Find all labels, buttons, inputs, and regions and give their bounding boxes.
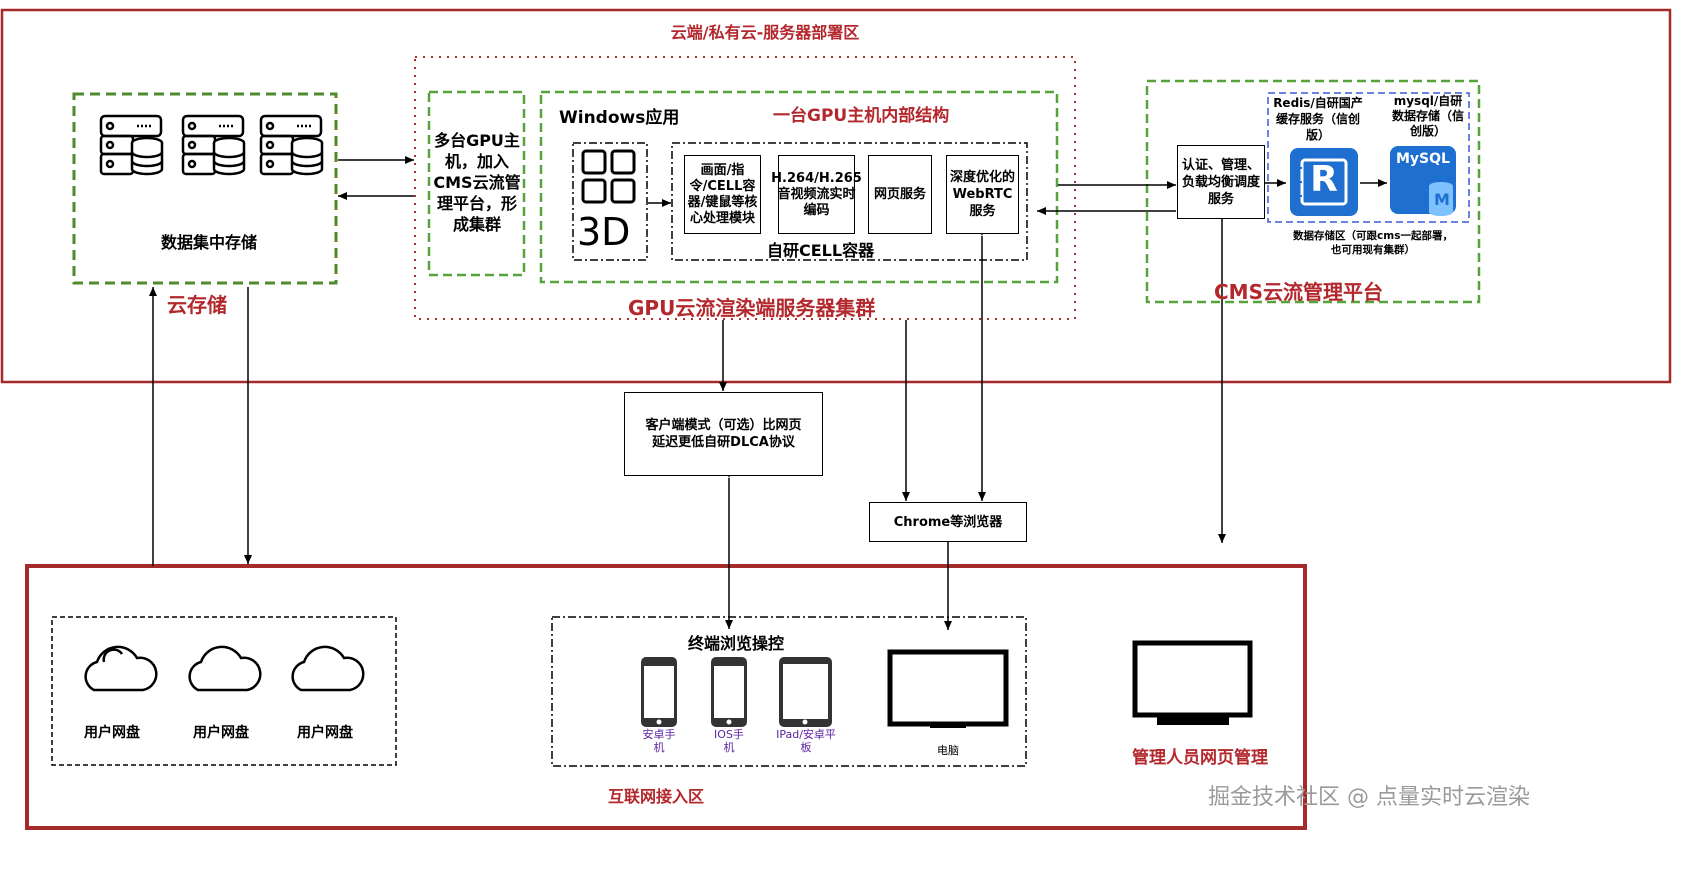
- tablet-icon: [779, 657, 832, 727]
- gpu-cluster-title: GPU云流渲染端服务器集群: [628, 296, 876, 320]
- cloud-storage-title: 云存储: [167, 293, 227, 317]
- redis-label: Redis/自研国产缓存服务（信创版）: [1273, 96, 1363, 142]
- android-phone-icon: [641, 657, 677, 727]
- pc-monitor-icon: [887, 649, 1009, 728]
- multi-gpu-frame: [427, 90, 526, 277]
- watermark: 掘金技术社区 @ 点量实时云渲染: [1208, 785, 1530, 810]
- server-icon: [181, 114, 246, 176]
- mysql-letter: M: [1434, 190, 1450, 209]
- cms-frame: [1145, 79, 1481, 304]
- redis-icon: [1290, 148, 1358, 216]
- core-module-box: 画面/指令/CELL容器/键鼠等核心处理模块: [684, 155, 761, 234]
- internet-zone-frame: [25, 564, 1307, 830]
- gpu-cluster-frame: [414, 56, 1076, 320]
- app-icon-frame: [572, 142, 648, 261]
- admin-label: 管理人员网页管理: [1132, 748, 1268, 768]
- app-grid-icon: [581, 149, 636, 204]
- storage-note: 数据存储区（可跟cms一起部署，也可用现有集群）: [1293, 230, 1453, 256]
- mysql-label: mysql/自研数据存储（信创版）: [1391, 94, 1464, 138]
- windows-app-label: Windows应用: [559, 108, 680, 128]
- internet-zone-label: 互联网接入区: [608, 787, 705, 806]
- admin-monitor-icon: [1132, 640, 1253, 725]
- server-zone-frame: [0, 8, 1672, 384]
- webrtc-service-box: 深度优化的WebRTC服务: [946, 155, 1019, 234]
- gpu-host-frame: [539, 90, 1059, 284]
- web-service-box: 网页服务: [868, 155, 932, 234]
- user-disk-label: 用户网盘: [193, 725, 249, 741]
- cms-title: CMS云流管理平台: [1214, 280, 1383, 304]
- mysql-text: MySQL: [1396, 151, 1450, 167]
- android-phone-label: 安卓手机: [642, 728, 676, 754]
- cloud-icon: [291, 645, 365, 692]
- cell-container-frame: [671, 142, 1028, 261]
- redis-letter: R: [1310, 159, 1338, 200]
- client-mode-box: 客户端模式（可选）比网页延迟更低自研DLCA协议: [624, 392, 823, 476]
- tablet-label: IPad/安卓平板: [776, 728, 836, 754]
- user-disks-frame: [51, 616, 397, 766]
- user-disk-label: 用户网盘: [297, 725, 353, 741]
- cloud-icon: [84, 645, 158, 692]
- mysql-icon: [1390, 146, 1456, 216]
- app-3d-label: 3D: [577, 210, 631, 254]
- server-zone-label: 云端/私有云-服务器部署区: [670, 23, 860, 42]
- storage-center-label: 数据集中存储: [160, 233, 257, 252]
- encoder-module-box: H.264/H.265音视频流实时编码: [771, 155, 862, 234]
- terminal-frame: [551, 616, 1027, 767]
- gpu-host-internal-title: 一台GPU主机内部结构: [773, 106, 950, 126]
- server-icon: [259, 114, 324, 176]
- multi-gpu-text: 多台GPU主机，加入CMS云流管理平台，形成集群: [433, 131, 521, 234]
- auth-service-box: 认证、管理、负载均衡调度服务: [1177, 145, 1265, 219]
- cache-db-frame: [1267, 92, 1470, 223]
- ios-phone-icon: [711, 657, 747, 727]
- pc-label: 电脑: [937, 744, 959, 757]
- ios-phone-label: IOS手机: [714, 728, 744, 754]
- cloud-storage-frame: [72, 92, 338, 285]
- terminal-title: 终端浏览操控: [688, 634, 785, 653]
- cloud-icon: [188, 645, 262, 692]
- cell-container-label: 自研CELL容器: [767, 241, 875, 260]
- server-icon: [99, 114, 164, 176]
- user-disk-label: 用户网盘: [84, 725, 140, 741]
- browser-box: Chrome等浏览器: [869, 502, 1027, 542]
